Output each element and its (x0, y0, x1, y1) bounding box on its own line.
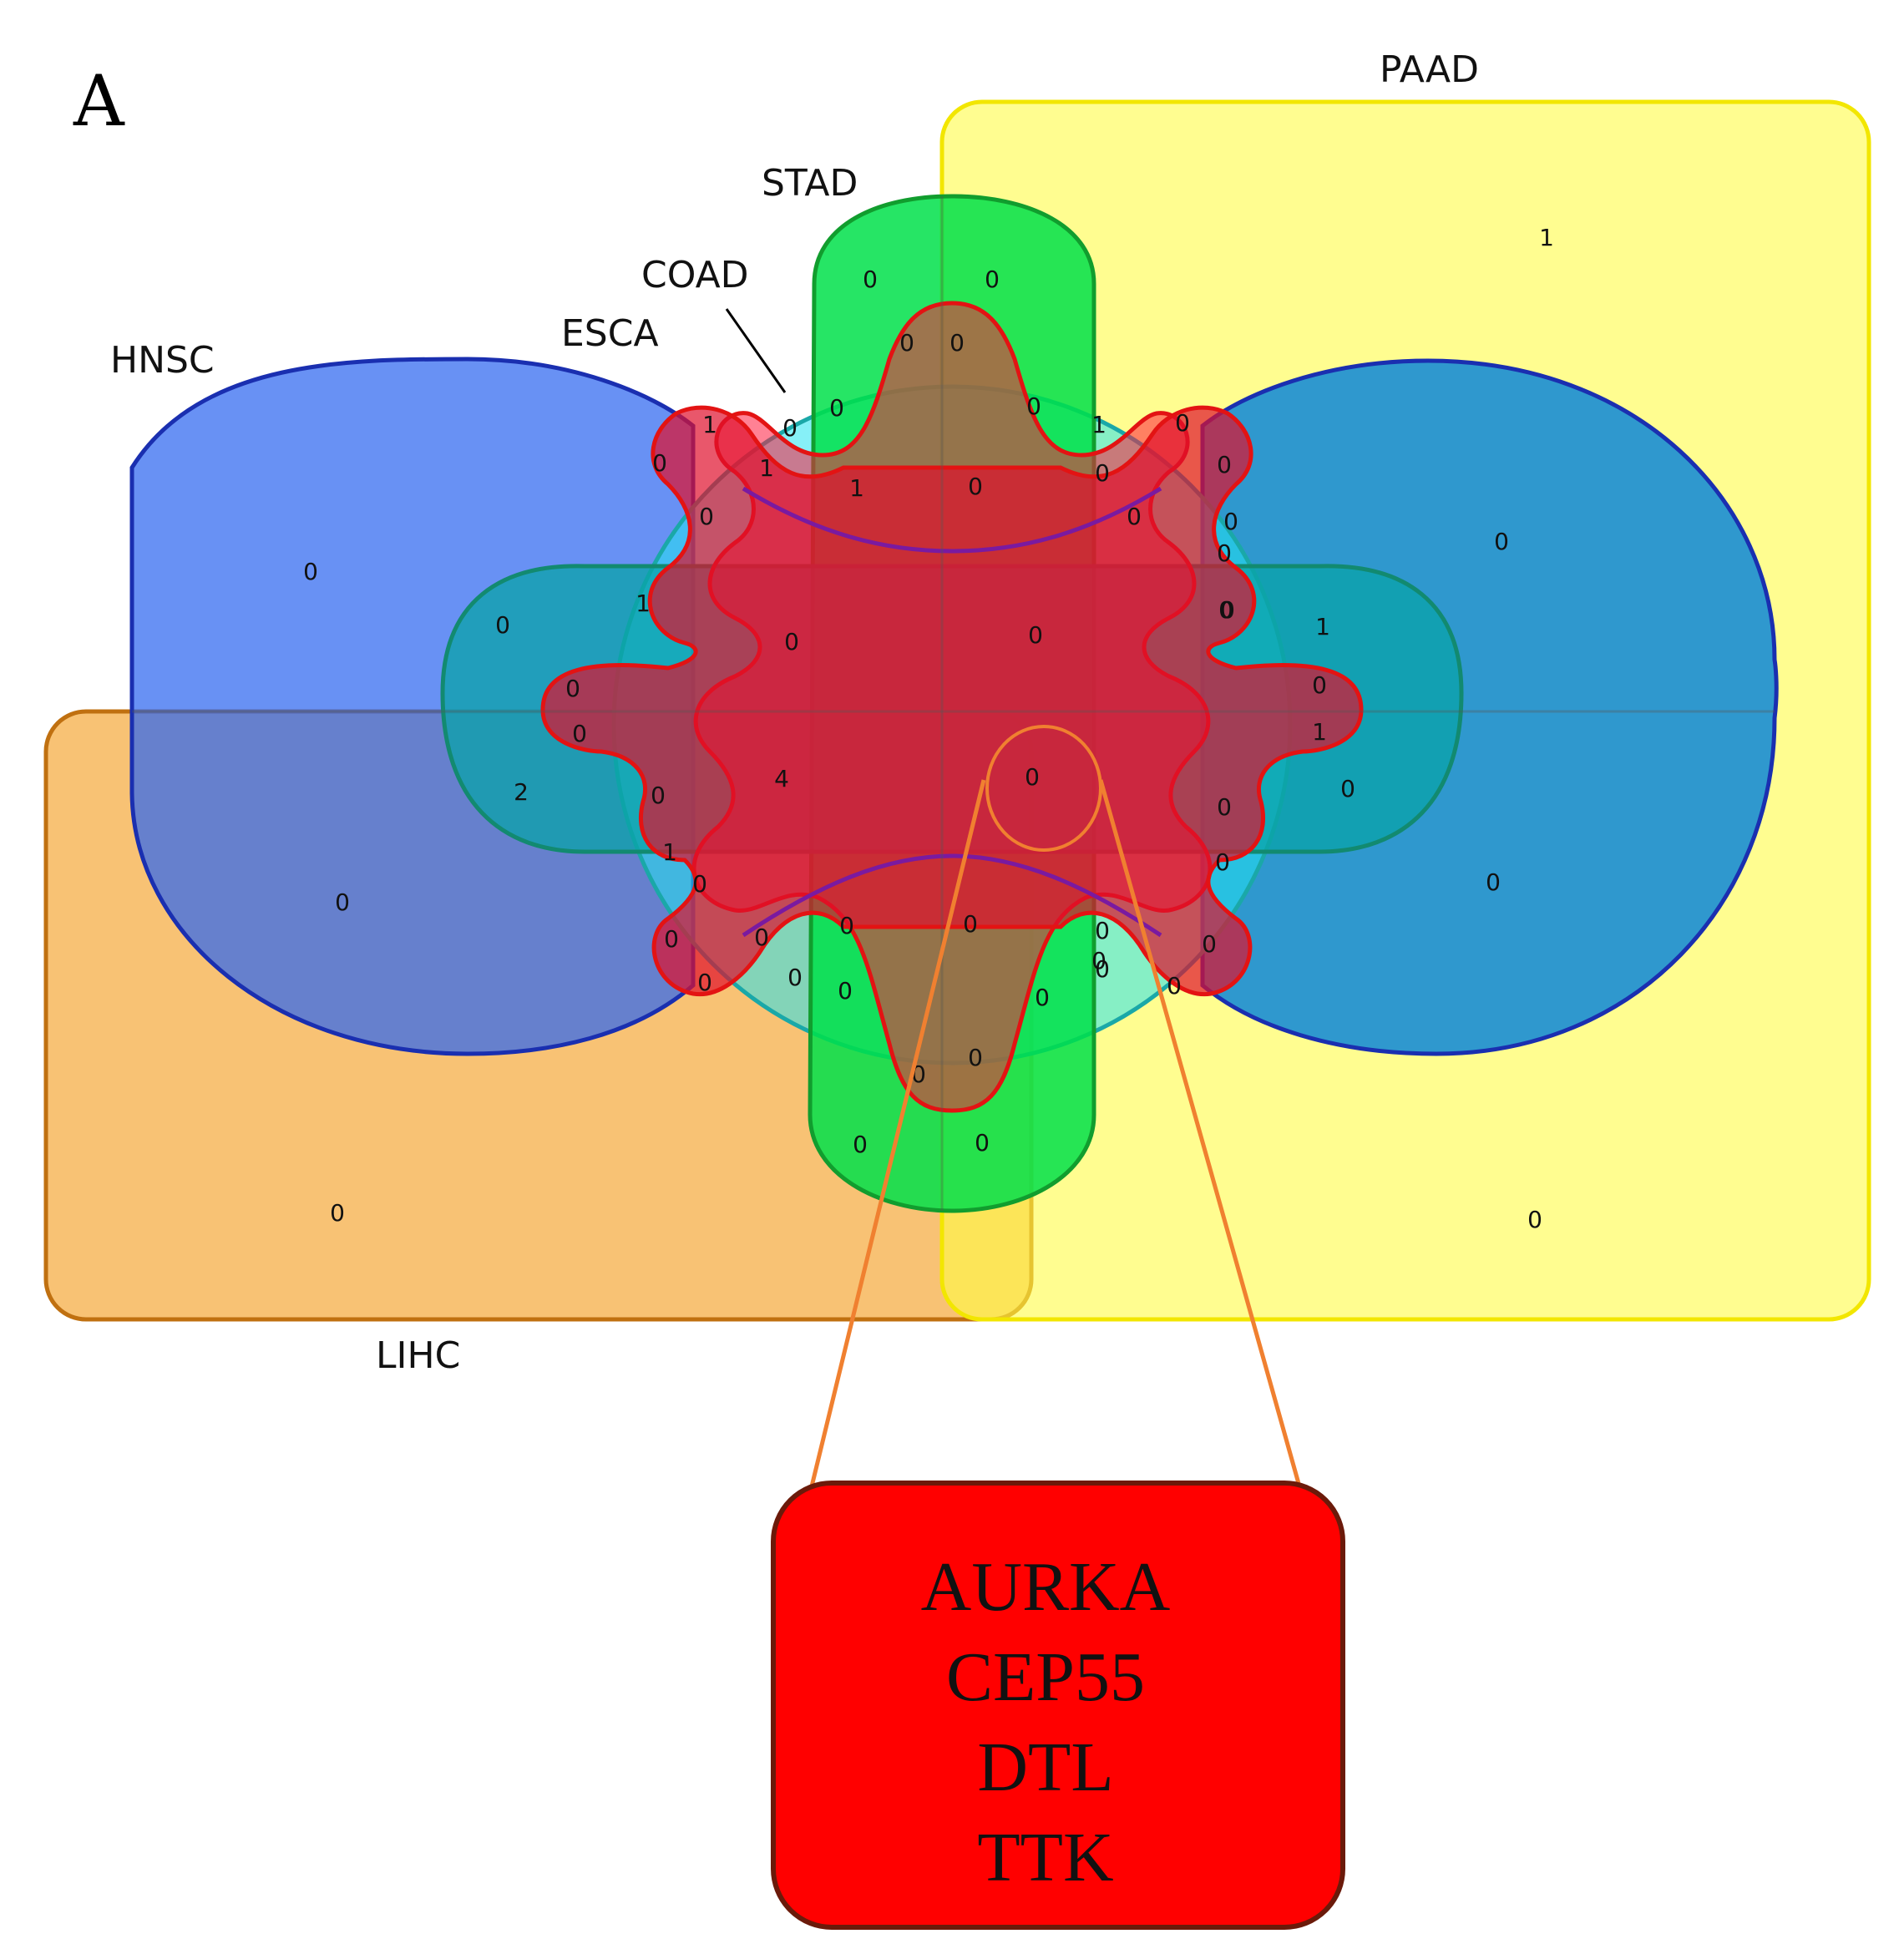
panel-label: A (73, 60, 125, 142)
region-count: 0 (1091, 947, 1106, 974)
region-count: 0 (652, 449, 667, 477)
region-count: 0 (1223, 508, 1238, 535)
region-count: 0 (975, 1129, 990, 1157)
gene-callout-box (771, 1481, 1345, 1930)
region-count: 0 (1217, 793, 1232, 821)
region-count: 0 (968, 473, 983, 500)
region-count: 0 (1095, 917, 1110, 944)
coad-pointer-line (725, 308, 787, 393)
region-count: 1 (662, 838, 677, 866)
region-count: 0 (699, 503, 714, 530)
count-hnsc-top: 0 (303, 558, 318, 585)
region-count: 0 (839, 912, 854, 939)
region-count: 1 (849, 474, 864, 502)
region-count: 0 (664, 925, 679, 953)
core-highlight-ellipse (985, 725, 1102, 852)
gene-label: CEP55 (946, 1638, 1145, 1716)
set-esca-petals-shape (540, 405, 1364, 997)
region-count: 0 (651, 782, 666, 809)
region-counts: 1 0 0 0 0 0 0 0 0 0 0 1 0 0 1 0 0 1 0 0 … (303, 224, 1554, 1233)
count-paad-hnsc-top: 0 (1494, 528, 1509, 555)
count-stad-in-r: 0 (949, 329, 965, 357)
region-count: 0 (782, 414, 798, 442)
count-paad-only: 1 (1539, 224, 1554, 251)
arc-bottom (742, 853, 1162, 938)
region-count: 4 (774, 765, 789, 792)
region-count: 1 (1312, 718, 1327, 746)
region-count: 0 (1215, 848, 1230, 876)
gene-label: TTK (977, 1819, 1113, 1896)
region-count: 0 (787, 964, 803, 991)
count-stad-in-l: 0 (899, 329, 914, 357)
region-count: 0 (1095, 459, 1110, 487)
region-count: 0 (1167, 972, 1182, 1000)
count-stad-top-r: 0 (985, 266, 1000, 293)
region-count: 0 (1035, 984, 1050, 1011)
region-count: 1 (702, 411, 717, 438)
label-stad: STAD (762, 162, 858, 205)
region-count: 0 (838, 977, 853, 1005)
region-count: 1 (759, 454, 774, 482)
region-count: 0 (1312, 671, 1327, 699)
set-hnsc-right-shape (1200, 358, 1779, 1056)
region-count: 2 (514, 778, 529, 806)
gene-list: AURKA CEP55 DTL TTK (921, 1548, 1171, 1896)
region-count: 0 (853, 1131, 868, 1158)
count-stad-top-l: 0 (863, 266, 878, 293)
region-count: 0 (1095, 955, 1110, 983)
region-count: 0 (968, 1044, 983, 1071)
region-count: 0 (1175, 409, 1190, 437)
callout-line-left (809, 779, 986, 1487)
region-count: 0 (1217, 539, 1232, 567)
count-core: 0 (1025, 763, 1040, 791)
region-count: 0 (1217, 451, 1232, 478)
region-count: 0 (1218, 596, 1233, 624)
count-hnsc-bot: 0 (335, 888, 350, 916)
region-count: 0 (565, 675, 580, 702)
label-hnsc: HNSC (110, 339, 215, 382)
region-count: 0 (784, 628, 799, 656)
region-count: 1 (636, 590, 651, 617)
region-count: 0 (697, 969, 712, 996)
region-count: 0 (829, 394, 844, 422)
count-paad-hnsc-bot: 0 (1486, 868, 1501, 896)
region-count: 0 (495, 611, 510, 639)
label-esca: ESCA (561, 312, 659, 355)
count-lihc-only: 0 (330, 1199, 345, 1227)
region-count: 1 (1091, 411, 1106, 438)
arc-top (742, 486, 1162, 554)
region-count: 0 (1202, 930, 1217, 958)
region-count: 0 (754, 924, 769, 951)
label-paad: PAAD (1380, 48, 1479, 91)
region-count: 0 (1127, 503, 1142, 530)
label-coad: COAD (641, 254, 749, 296)
region-count: 0 (963, 910, 978, 938)
label-lihc: LIHC (376, 1334, 460, 1377)
region-count: 0 (1340, 775, 1355, 802)
region-count: 0 (572, 720, 587, 747)
gene-label: AURKA (921, 1548, 1171, 1626)
region-count: 0 (1026, 392, 1041, 420)
callout-line-right (1098, 779, 1302, 1487)
region-count: 0 (1220, 596, 1235, 624)
region-count: 0 (692, 870, 707, 898)
count-paad-lihc: 0 (1527, 1206, 1542, 1233)
region-count: 0 (1028, 621, 1043, 649)
gene-label: DTL (977, 1729, 1113, 1806)
region-count: 1 (1315, 613, 1330, 640)
